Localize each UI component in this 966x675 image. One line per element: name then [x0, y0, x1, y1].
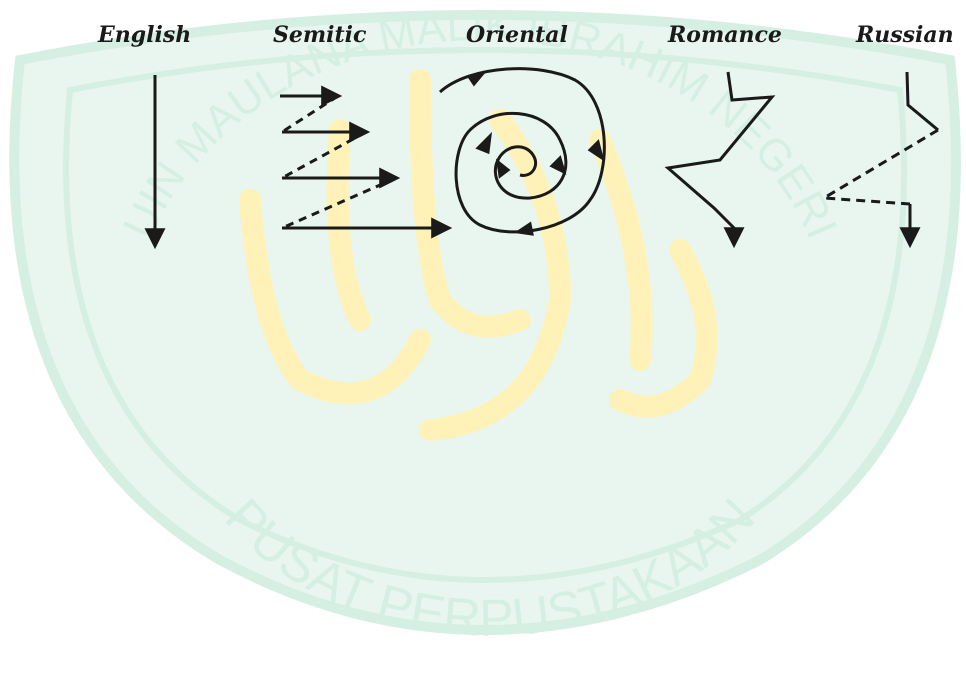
label-oriental: Oriental	[466, 22, 568, 48]
label-english: English	[98, 22, 191, 48]
label-romance: Romance	[668, 22, 782, 48]
label-semitic: Semitic	[273, 22, 366, 48]
label-russian: Russian	[856, 22, 954, 48]
